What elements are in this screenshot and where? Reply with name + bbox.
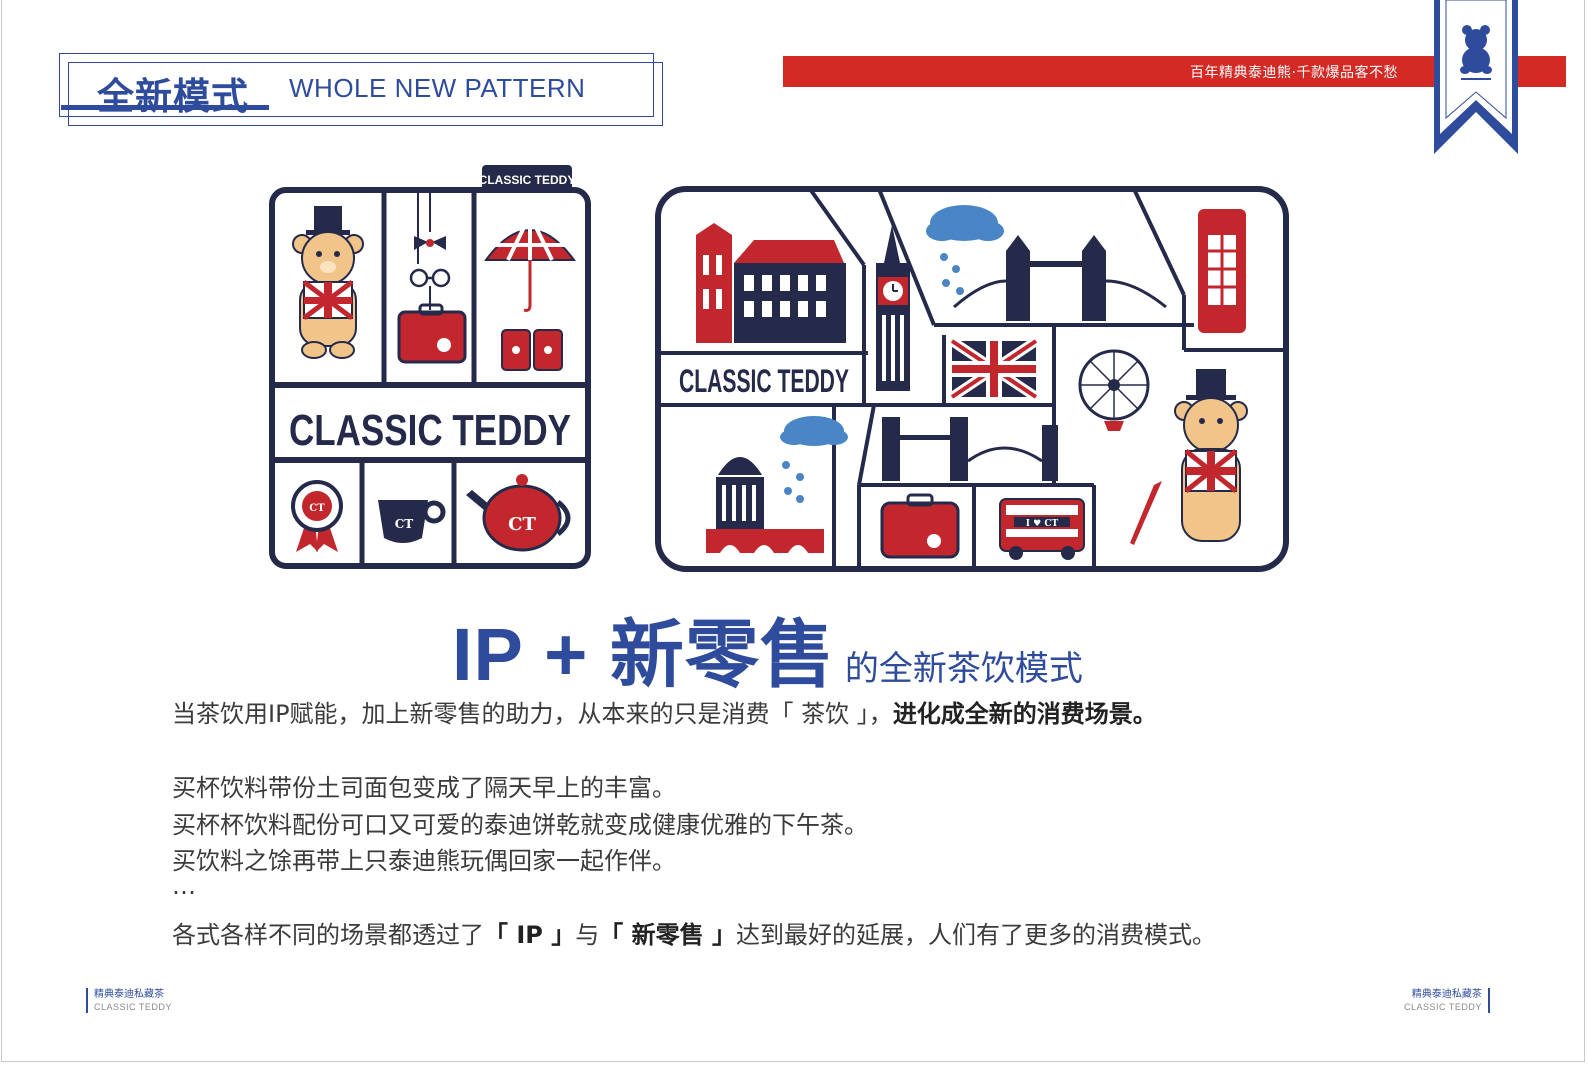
intro-plain: 当茶饮用IP赋能，加上新零售的助力，从本来的只是消费「 茶饮 」， [172,700,893,728]
section-title: 全新模式 [97,75,249,118]
title-frame-offset [68,62,663,126]
teddy-bear-icon [292,206,364,359]
ribbon-slogan: 百年精典泰迪熊·千款爆品客不愁 [1190,65,1398,81]
ellipsis: … [172,872,196,900]
dome-building-icon [706,457,824,553]
footer-brand-en: CLASSIC TEDDY [94,1002,172,1012]
tower-bridge-small-icon [882,417,1058,481]
svg-text:CT: CT [508,514,536,535]
tower-bridge-icon [953,235,1167,321]
closing-part-c: 达到最好的延展，人们有了更多的消费模式。 [735,921,1216,949]
closing-paragraph: 各式各样不同的场景都透过了「 IP 」与「 新零售 」达到最好的延展，人们有了更… [172,915,1216,950]
closing-part-b: 与 [575,921,600,949]
left-illustration-panel: CLASSIC TEDDY [269,165,591,569]
closing-retail: 「 新零售 」 [599,921,736,949]
palace-building-icon [734,240,846,343]
red-tower-icon [696,223,732,343]
rosette-icon: CT [291,480,343,552]
rain-cloud-icon [926,205,1004,295]
rain-boots-icon [501,329,563,371]
ferris-wheel-icon [1078,349,1150,431]
closing-ip: 「 IP 」 [484,921,576,949]
suitcase-icon [880,493,960,559]
footer-brand-right: 精典泰迪私藏茶 CLASSIC TEDDY [1404,988,1490,1013]
phone-box-icon [1198,209,1246,333]
teddy-logo-icon [1460,25,1492,74]
footer-brand-cn: 精典泰迪私藏茶 [1411,989,1482,1000]
teacup-icon: CT [378,500,446,543]
suitcase-icon [397,286,467,364]
right-logo-text: CLASSIC TEDDY [679,363,849,399]
footer-brand-en: CLASSIC TEDDY [1404,1002,1482,1012]
headline: IP + 新零售的全新茶饮模式 [452,595,1083,702]
bus-badge: I ♥ CT [1026,519,1059,529]
footer-brand-cn: 精典泰迪私藏茶 [94,989,164,1000]
closed-umbrella-icon [1130,481,1162,545]
right-illustration-panel: CLASSIC TEDDY [655,186,1289,572]
sign-label: CLASSIC TEDDY [479,173,576,187]
double-decker-bus-icon: I ♥ CT [999,498,1085,560]
glasses-icon [409,193,451,288]
teapot-icon: CT [466,474,571,552]
union-jack-flag-icon [949,336,1039,402]
title-frame [59,53,654,117]
section-title-english: WHOLE NEW PATTERN [289,73,586,103]
teddy-bear-icon [1174,369,1248,542]
big-ben-icon [876,225,910,391]
headline-main: IP + 新零售 [452,613,835,696]
closing-part-a: 各式各样不同的场景都透过了 [172,921,484,949]
scenario-line-3: 买饮料之馀再带上只泰迪熊玩偶回家一起作伴。 [172,847,676,875]
title-underline [61,105,269,110]
footer-brand-left: 精典泰迪私藏茶 CLASSIC TEDDY [86,988,172,1013]
brand-bookmark [1434,0,1518,154]
rain-cloud-icon [780,416,848,503]
svg-text:CT: CT [309,503,325,514]
left-logo-text: CLASSIC TEDDY [289,406,571,455]
umbrella-icon [484,210,576,312]
headline-sub: 的全新茶饮模式 [844,649,1083,689]
page-border [1,0,1585,1062]
intro-paragraph: 当茶饮用IP赋能，加上新零售的助力，从本来的只是消费「 茶饮 」，进化成全新的消… [172,694,1157,729]
svg-text:CT: CT [395,517,414,531]
scenario-line-1: 买杯饮料带份土司面包变成了隔天早上的丰富。 [172,774,676,802]
intro-emphasis: 进化成全新的消费场景。 [892,700,1157,728]
scenario-line-2: 买杯杯饮料配份可口又可爱的泰迪饼乾就变成健康优雅的下午茶。 [172,811,868,839]
